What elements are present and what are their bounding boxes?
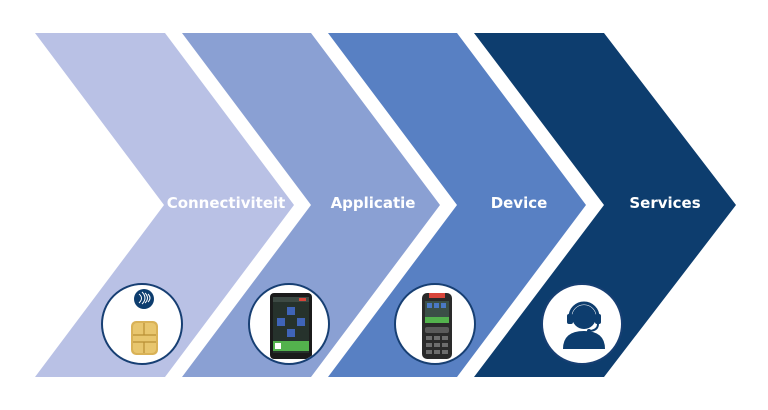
device-badge: [394, 283, 476, 365]
step-label-services: Services: [629, 194, 701, 212]
priocom-logo: [134, 289, 154, 309]
chevron-connectiviteit: [35, 33, 294, 377]
chevron-applicatie: [182, 33, 440, 377]
headset-support-icon: [563, 301, 605, 349]
sim-card-icon: [131, 321, 158, 355]
chevron-device: [328, 33, 586, 377]
tablet-app-icon: [270, 293, 312, 359]
application-badge: [248, 283, 330, 365]
services-badge: [541, 283, 623, 365]
rugged-phone-icon: [422, 293, 452, 359]
step-label-connectiviteit: Connectiviteit: [166, 194, 286, 212]
step-label-device: Device: [490, 194, 548, 212]
step-label-applicatie: Applicatie: [330, 194, 416, 212]
connectivity-badge: PrioCom: [101, 283, 183, 365]
chevron-services: [474, 33, 736, 377]
brand-name: PrioCom: [130, 312, 154, 318]
